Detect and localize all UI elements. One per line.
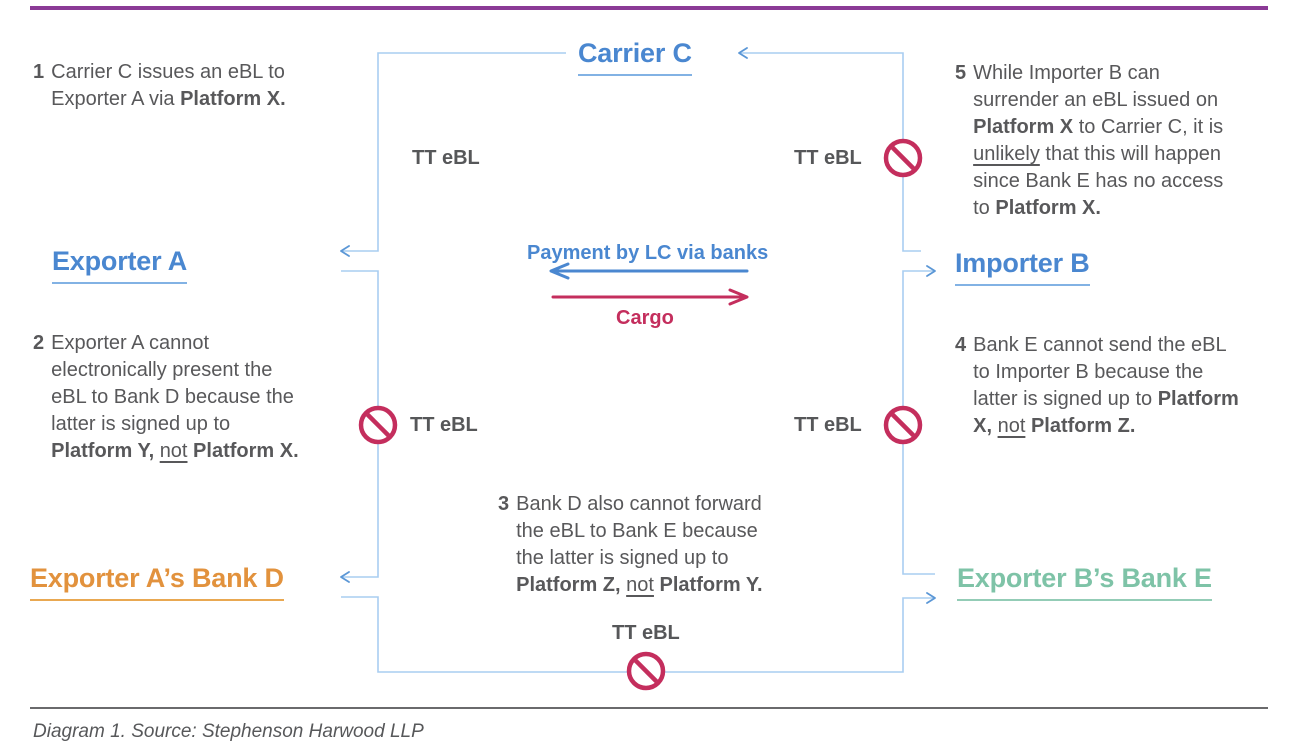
note-text: Exporter A cannot electronically present… [51, 332, 299, 462]
prohibition-icon [883, 405, 923, 445]
note-3: 3 Bank D also cannot forward the eBL to … [498, 491, 763, 599]
prohibition-icon [883, 138, 923, 178]
note-2: 2 Exporter A cannot electronically prese… [33, 330, 299, 465]
top-rule [30, 6, 1268, 10]
note-text: Bank E cannot send the eBL to Importer B… [973, 334, 1239, 437]
entity-exporter-a: Exporter A [52, 246, 187, 284]
arrow-left-icon [340, 245, 350, 257]
entity-importer-b: Importer B [955, 248, 1090, 286]
note-4: 4 Bank E cannot send the eBL to Importer… [955, 332, 1239, 440]
prohibition-icon [626, 651, 666, 691]
note-1: 1 Carrier C issues an eBL to Exporter A … [33, 59, 286, 113]
tt-ebl-label-flow4: TT eBL [794, 414, 862, 436]
cargo-arrow [551, 288, 749, 306]
entity-exporter-b-bank-e: Exporter B’s Bank E [957, 563, 1212, 601]
note-5: 5 While Importer B can surrender an eBL … [955, 60, 1223, 222]
tt-ebl-label-flow2: TT eBL [410, 414, 478, 436]
entity-carrier-c: Carrier C [578, 38, 692, 76]
entity-exporter-a-bank-d: Exporter A’s Bank D [30, 563, 284, 601]
note-number: 2 [33, 332, 45, 354]
arrow-right-icon [926, 265, 936, 277]
arrow-right-icon [926, 592, 936, 604]
note-number: 1 [33, 61, 45, 83]
tt-ebl-label-flow3: TT eBL [612, 622, 680, 644]
note-text: Carrier C issues an eBL to Exporter A vi… [51, 61, 286, 110]
flow-carrier-to-exporter-line [340, 52, 566, 257]
note-number: 5 [955, 62, 967, 84]
prohibition-icon [358, 405, 398, 445]
payment-arrow [549, 262, 749, 280]
bottom-rule [30, 707, 1268, 709]
note-number: 4 [955, 334, 967, 356]
arrow-left-icon [340, 571, 350, 583]
diagram-caption: Diagram 1. Source: Stephenson Harwood LL… [33, 721, 424, 742]
note-number: 3 [498, 493, 510, 515]
payment-by-lc-label: Payment by LC via banks [527, 242, 769, 264]
cargo-label: Cargo [616, 307, 674, 329]
tt-ebl-label-flow1: TT eBL [412, 147, 480, 169]
arrow-left-icon [738, 47, 748, 59]
note-text: While Importer B can surrender an eBL is… [973, 62, 1224, 219]
note-text: Bank D also cannot forward the eBL to Ba… [516, 493, 763, 596]
tt-ebl-label-flow5: TT eBL [794, 147, 862, 169]
